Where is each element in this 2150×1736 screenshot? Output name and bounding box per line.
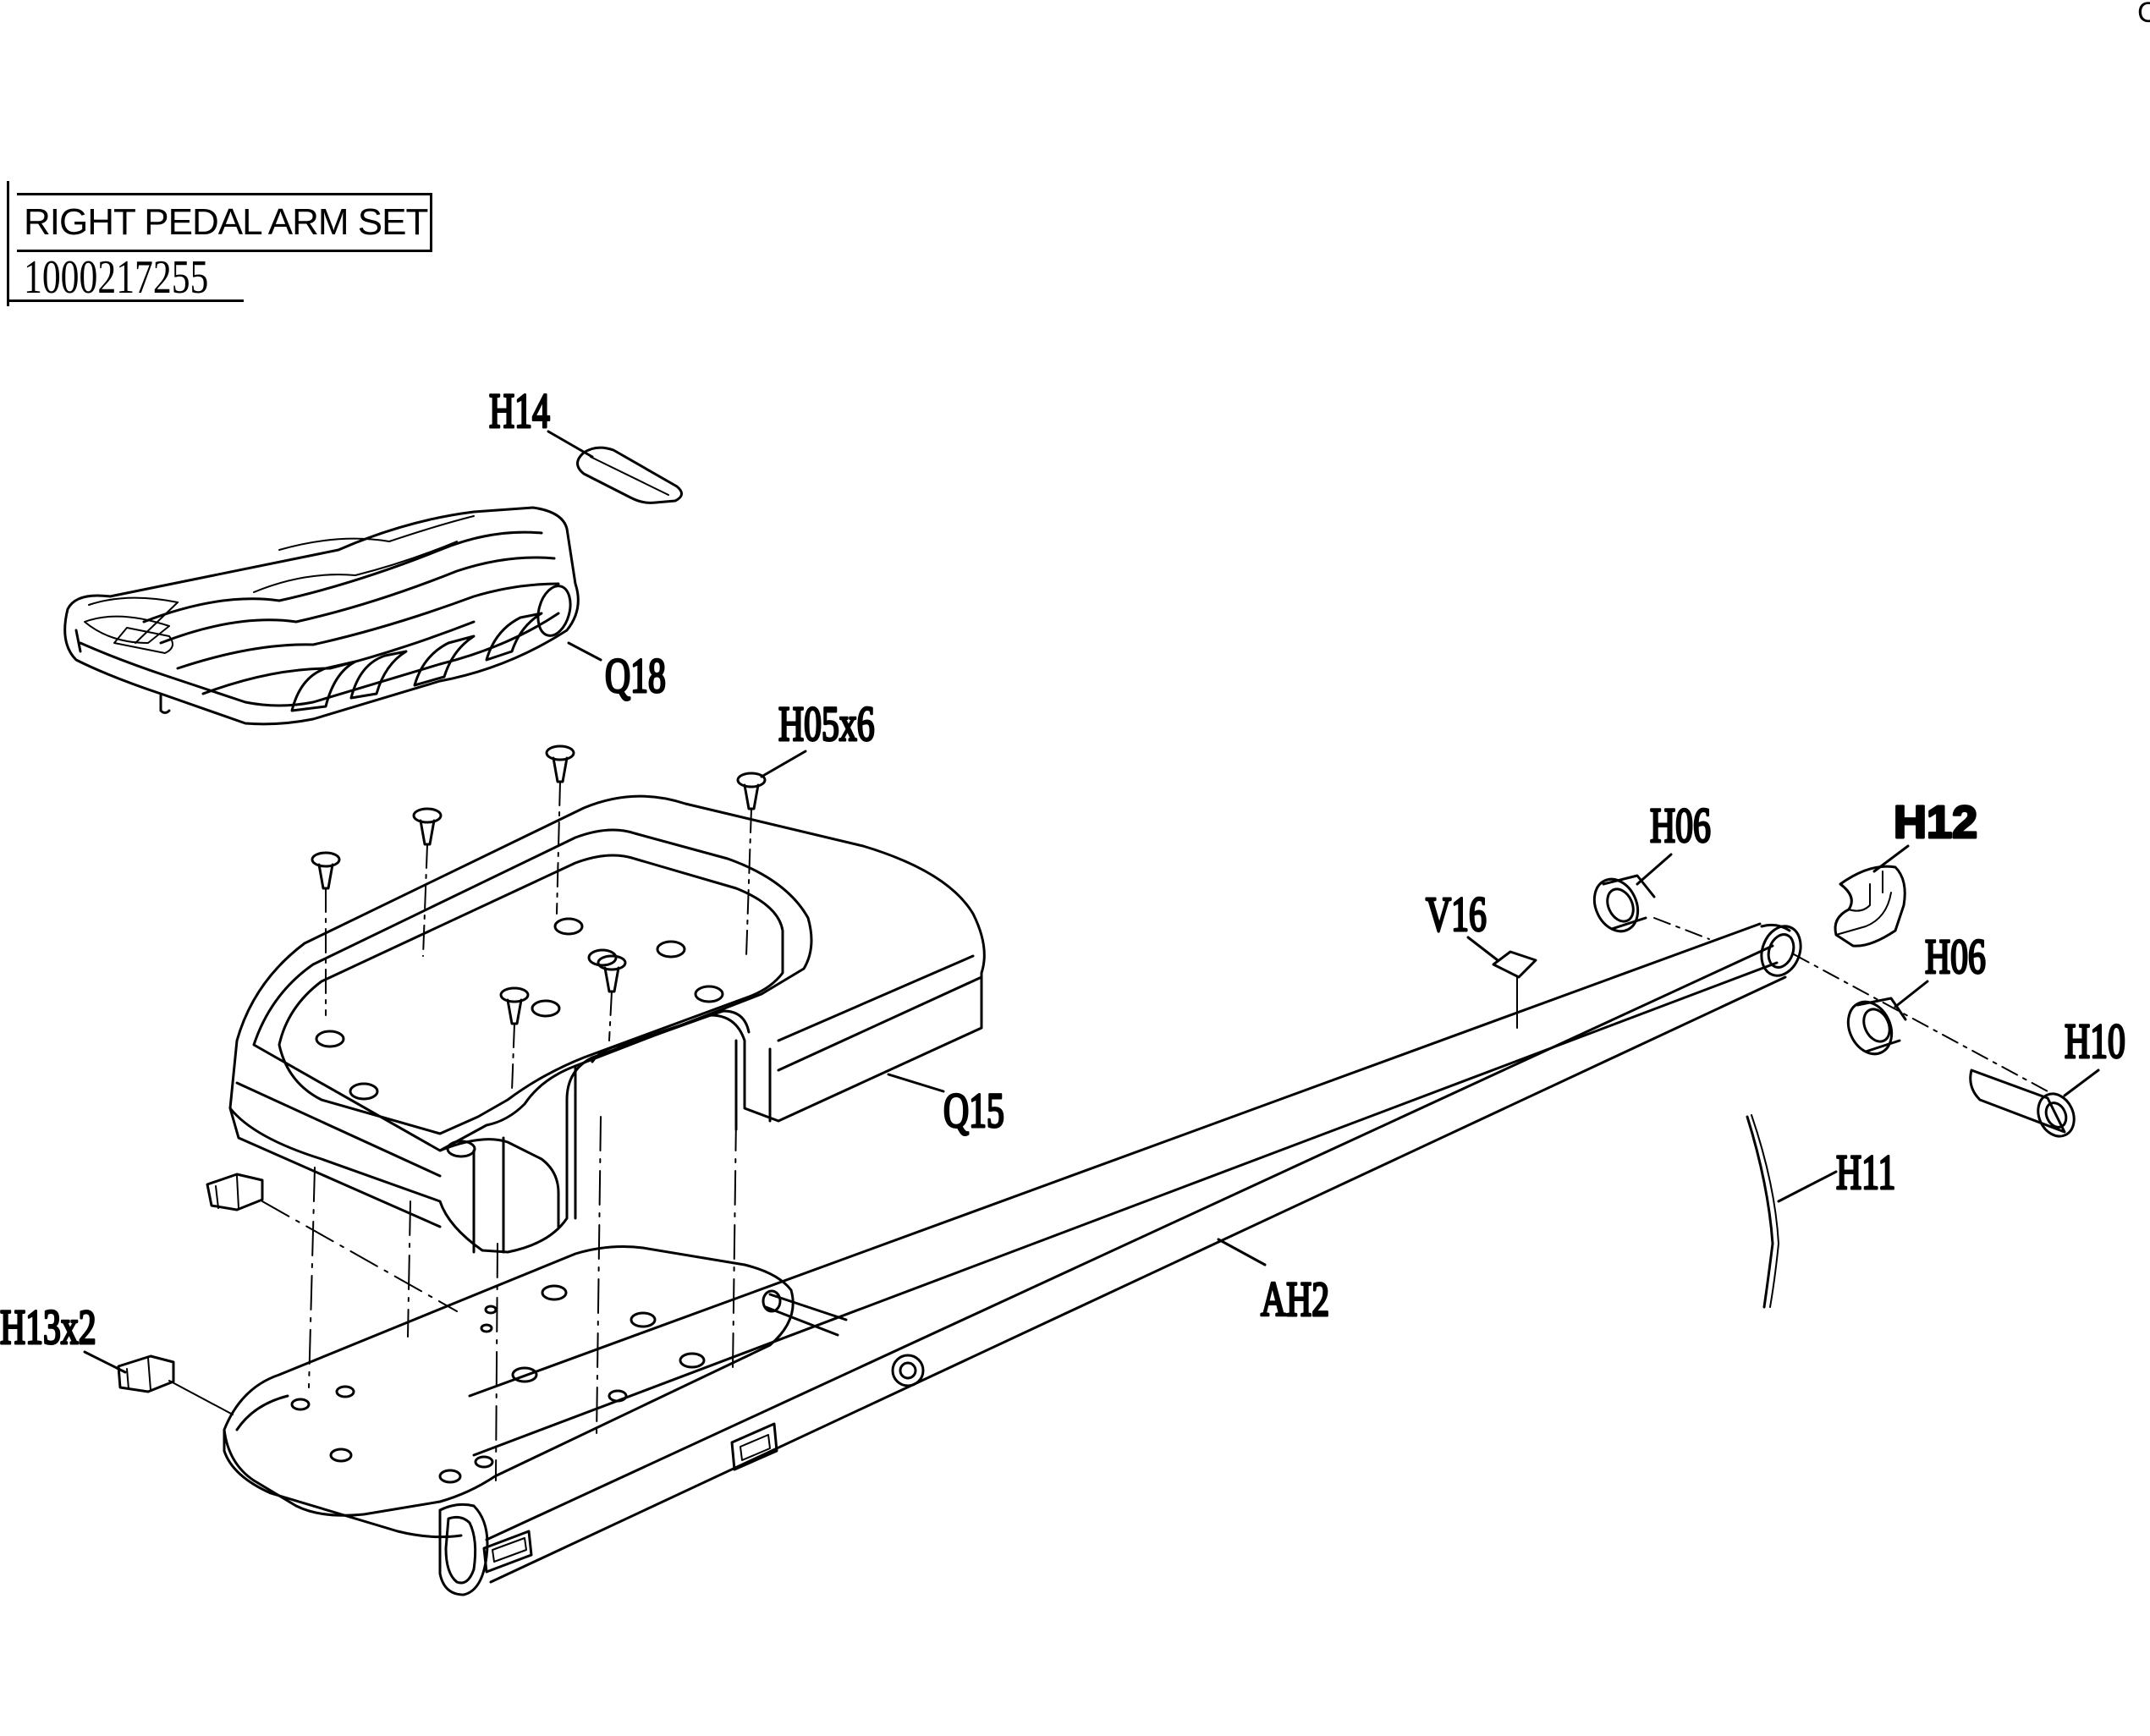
warning-label-v16 xyxy=(1492,950,1537,1029)
centerline-h13-lower xyxy=(168,1380,234,1415)
screws-h05 xyxy=(311,744,767,1092)
pedal-pad-q18 xyxy=(63,506,580,726)
bushing-h06-bottom xyxy=(1846,997,1907,1056)
leader-h11 xyxy=(1777,1170,1838,1203)
pedal-shell-q15 xyxy=(228,794,986,1254)
label-ah2: AH2 xyxy=(1261,1272,1329,1326)
screw xyxy=(736,772,767,957)
leader-h05 xyxy=(760,750,807,778)
wire-h11 xyxy=(1746,1115,1774,1309)
leader-q15 xyxy=(887,1073,945,1093)
label-h11: H11 xyxy=(1836,1145,1895,1199)
title-rule-vertical xyxy=(7,181,9,306)
label-h14: H14 xyxy=(489,383,550,437)
leader-h12 xyxy=(1872,844,1910,873)
pedal-arm-frame-ah2 xyxy=(223,922,1802,1596)
title-block: RIGHT PEDAL ARM SET 1000217255 xyxy=(7,181,432,306)
end-cap-h13 xyxy=(117,1354,175,1393)
label-h13: H13x2 xyxy=(0,1299,96,1354)
leader-h14 xyxy=(547,430,594,459)
bushing-h06-top xyxy=(1592,874,1656,933)
label-h12: H12 xyxy=(1894,797,1977,848)
leader-h06-bottom xyxy=(1894,980,1929,1008)
label-q15: Q15 xyxy=(943,1083,1004,1137)
leader-h06-top xyxy=(1636,853,1673,886)
label-q18: Q18 xyxy=(605,648,666,702)
end-cap-h13 xyxy=(206,1173,264,1211)
part-name: RIGHT PEDAL ARM SET xyxy=(17,193,432,252)
part-number: 1000217255 xyxy=(24,251,209,304)
pin-h10 xyxy=(1969,1069,2076,1138)
screw xyxy=(499,986,530,1092)
leader-h13 xyxy=(83,1350,127,1374)
leader-h10 xyxy=(2063,1069,2100,1097)
label-h06-bottom: H06 xyxy=(1925,929,1986,983)
sticker-h14 xyxy=(576,446,683,504)
corner-mark: C xyxy=(2137,0,2150,29)
label-h05: H05x6 xyxy=(778,696,875,750)
leader-q18 xyxy=(567,641,602,662)
wire-h11-edge xyxy=(1751,1114,1779,1308)
label-h10: H10 xyxy=(2065,1014,2125,1068)
label-v16: V16 xyxy=(1426,887,1487,941)
clip-h12 xyxy=(1834,865,1906,948)
centerline-axle xyxy=(1793,953,2048,1092)
screw xyxy=(311,851,341,1016)
centerline-h13-upper xyxy=(261,1200,458,1312)
leader-v16 xyxy=(1466,936,1499,962)
screw xyxy=(412,807,443,957)
leader-ah2 xyxy=(1217,1238,1267,1266)
assembly-centerlines xyxy=(308,1116,737,1481)
screw xyxy=(597,954,627,1041)
label-h06-top: H06 xyxy=(1650,798,1711,852)
screw xyxy=(545,744,575,915)
centerline-h06-top xyxy=(1653,917,1710,940)
title-rule-horizontal xyxy=(7,299,244,302)
